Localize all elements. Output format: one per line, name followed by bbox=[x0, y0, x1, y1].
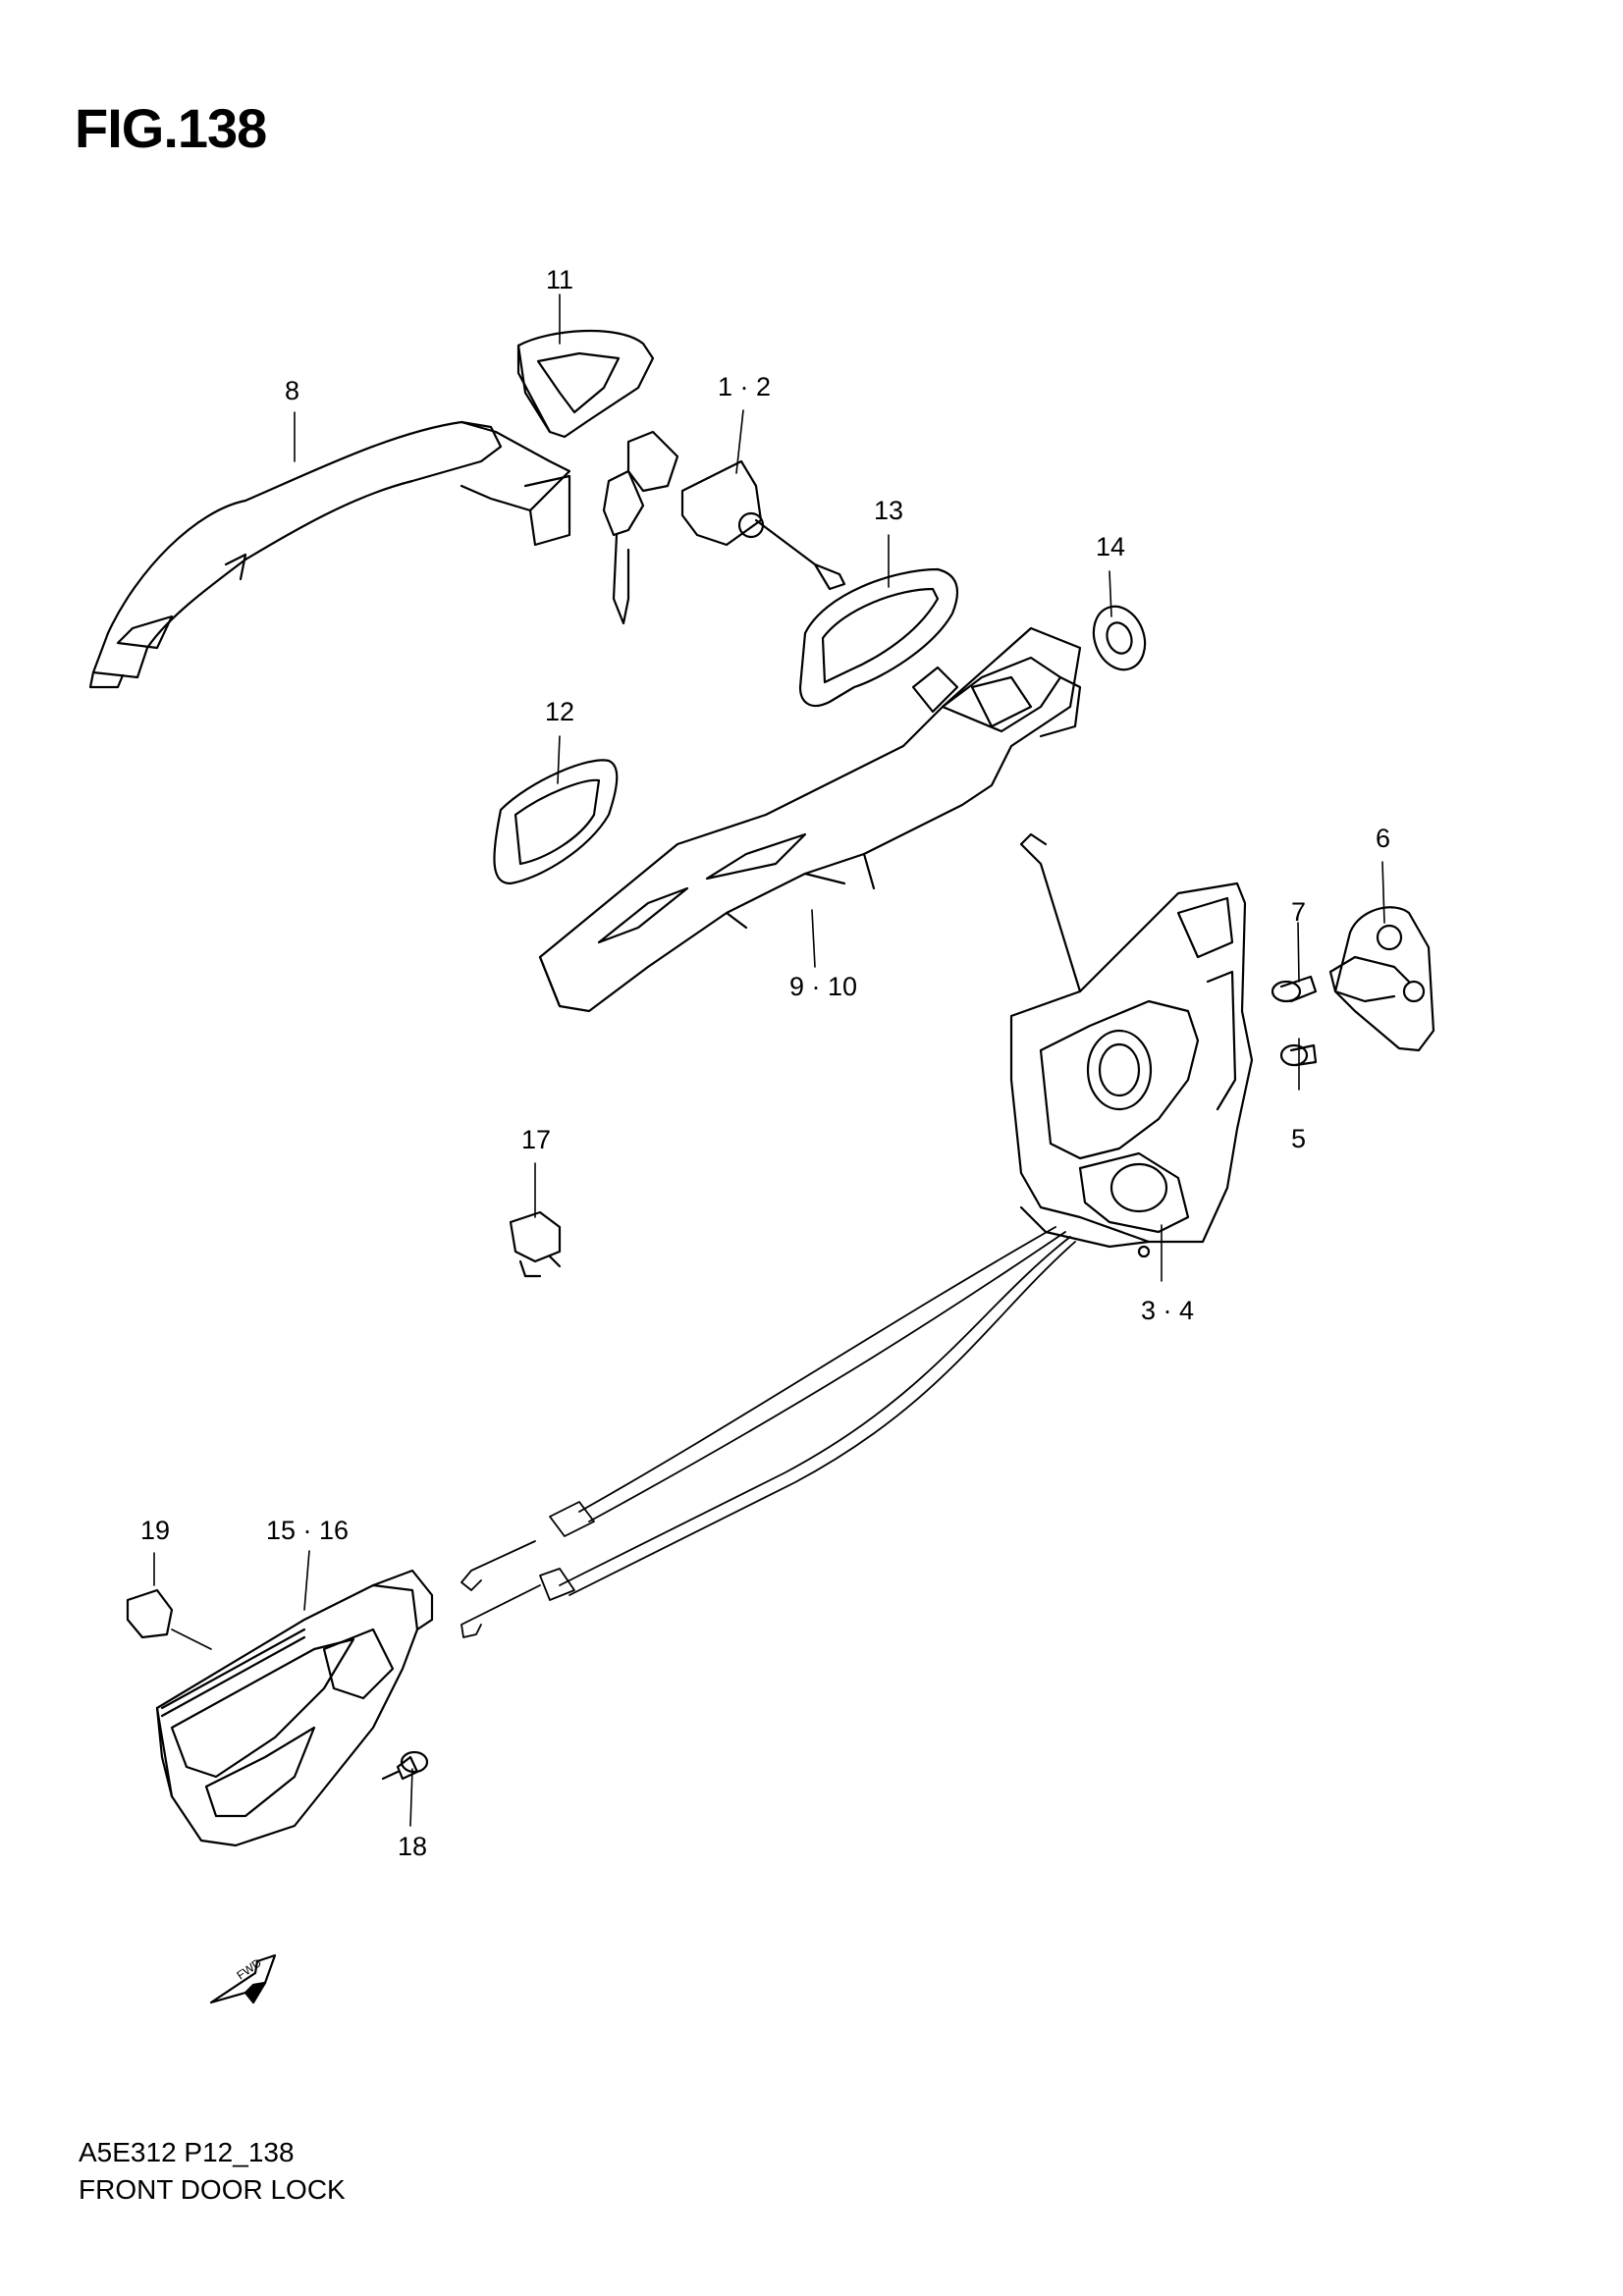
part-5-screw bbox=[1279, 1043, 1318, 1067]
figure-title: FIG.138 bbox=[75, 97, 267, 159]
part-15-16-inside-handle bbox=[155, 1569, 434, 1847]
part-11-handle-cap bbox=[516, 329, 655, 439]
fwd-arrow bbox=[209, 1953, 277, 2004]
part-6-striker bbox=[1328, 906, 1435, 1052]
callout-17: 17 bbox=[521, 1125, 552, 1154]
callout-12: 12 bbox=[545, 697, 575, 726]
part-13-gasket bbox=[798, 567, 959, 708]
part-14-grommet bbox=[1092, 605, 1147, 671]
part-19-cap bbox=[126, 1588, 174, 1639]
part-1-2-key-cylinder bbox=[602, 430, 846, 625]
footer: A5E312 P12_138 FRONT DOOR LOCK bbox=[79, 2134, 346, 2209]
part-9-10-handle-frame bbox=[538, 626, 1082, 1013]
callout-13: 13 bbox=[874, 496, 904, 525]
part-3-4-door-lock-assembly bbox=[1009, 832, 1254, 1258]
callout-9-10: 9 · 10 bbox=[789, 972, 858, 1001]
part-7-bolt bbox=[1271, 975, 1318, 1003]
callout-14: 14 bbox=[1096, 532, 1126, 561]
callout-7: 7 bbox=[1291, 897, 1307, 927]
cables bbox=[460, 1226, 1076, 1638]
callout-18: 18 bbox=[398, 1832, 428, 1861]
drawing-code: A5E312 P12_138 bbox=[79, 2137, 295, 2167]
callout-3-4: 3 · 4 bbox=[1141, 1296, 1195, 1325]
part-17-clip bbox=[509, 1210, 562, 1278]
callout-11: 11 bbox=[546, 265, 574, 294]
callout-5: 5 bbox=[1291, 1124, 1307, 1153]
callout-6: 6 bbox=[1376, 824, 1391, 853]
callout-1-2: 1 · 2 bbox=[718, 372, 772, 401]
leader-lines bbox=[153, 294, 1385, 1827]
figure-description: FRONT DOOR LOCK bbox=[79, 2174, 346, 2205]
callout-19: 19 bbox=[140, 1516, 171, 1545]
part-18-screw bbox=[381, 1750, 429, 1781]
callout-15-16: 15 · 16 bbox=[266, 1516, 350, 1545]
part-8-outside-handle bbox=[88, 420, 571, 689]
callout-8: 8 bbox=[285, 376, 300, 405]
part-12-small-gasket bbox=[493, 759, 619, 885]
